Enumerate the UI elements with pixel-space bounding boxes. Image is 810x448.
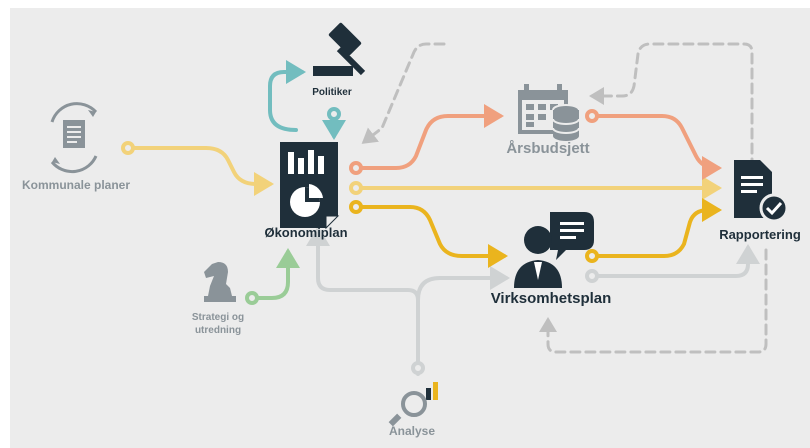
label-kommunale-planer: Kommunale planer (21, 178, 131, 192)
path-analyse-virksomhetsplan (416, 266, 510, 302)
document-cycle-icon (50, 102, 98, 174)
node-dot-politiker (327, 107, 341, 121)
dashed-loop-bottom (539, 248, 768, 354)
report-chart-icon (280, 142, 340, 230)
chess-knight-icon (204, 262, 236, 302)
salmon-paths (349, 104, 722, 180)
grey-paths (306, 226, 760, 376)
magnifier-chart-icon (388, 382, 438, 427)
gavel-icon (313, 22, 366, 76)
path-okonomiplan-politiker (268, 60, 306, 132)
path-kommunale-okonomiplan (126, 146, 274, 196)
node-dot-okonomi-low (349, 200, 363, 214)
node-dot-virksomhet-yellow (585, 249, 599, 263)
path-analyse-okonomiplan (306, 226, 420, 376)
feedback-loops (361, 42, 768, 354)
dashed-loop-okonomiplan (361, 42, 446, 144)
node-dot-virksomhet-grey (585, 269, 599, 283)
label-rapportering: Rapportering (719, 227, 801, 242)
path-virksomhetsplan-rapportering-yellow (590, 198, 722, 258)
label-virksomhetsplan: Virksomhetsplan (490, 290, 612, 307)
node-dot-arsbudsjett (585, 109, 599, 123)
label-politiker: Politiker (312, 87, 352, 98)
yellow-paths (121, 141, 722, 268)
document-check-icon (734, 160, 789, 223)
green-paths (245, 248, 300, 305)
path-okonomiplan-virksomhetsplan (354, 205, 508, 268)
path-okonomiplan-arsbudsjett (354, 104, 504, 170)
label-analyse: Analyse (388, 424, 436, 438)
node-dot-analyse (411, 361, 425, 375)
calendar-database-icon (518, 84, 580, 141)
label-arsbudsjett: Årsbudsjett (506, 140, 590, 157)
label-strategi-line1: Strategi og (191, 312, 245, 323)
person-speech-icon (514, 212, 594, 288)
path-arsbudsjett-rapportering (590, 114, 722, 180)
teal-paths (268, 60, 346, 140)
label-okonomiplan: Økonomiplan (264, 225, 348, 240)
node-dot-okonomi-top (349, 161, 363, 175)
node-dot-okonomi-mid (349, 181, 363, 195)
node-dot-kommunale (121, 141, 135, 155)
path-strategi-okonomiplan (250, 248, 300, 300)
label-strategi-line2: utredning (194, 325, 242, 336)
path-virksomhetsplan-rapportering (590, 244, 760, 278)
dashed-loop-top (589, 42, 754, 170)
diagram-background (10, 8, 810, 448)
node-dot-strategi (245, 291, 259, 305)
